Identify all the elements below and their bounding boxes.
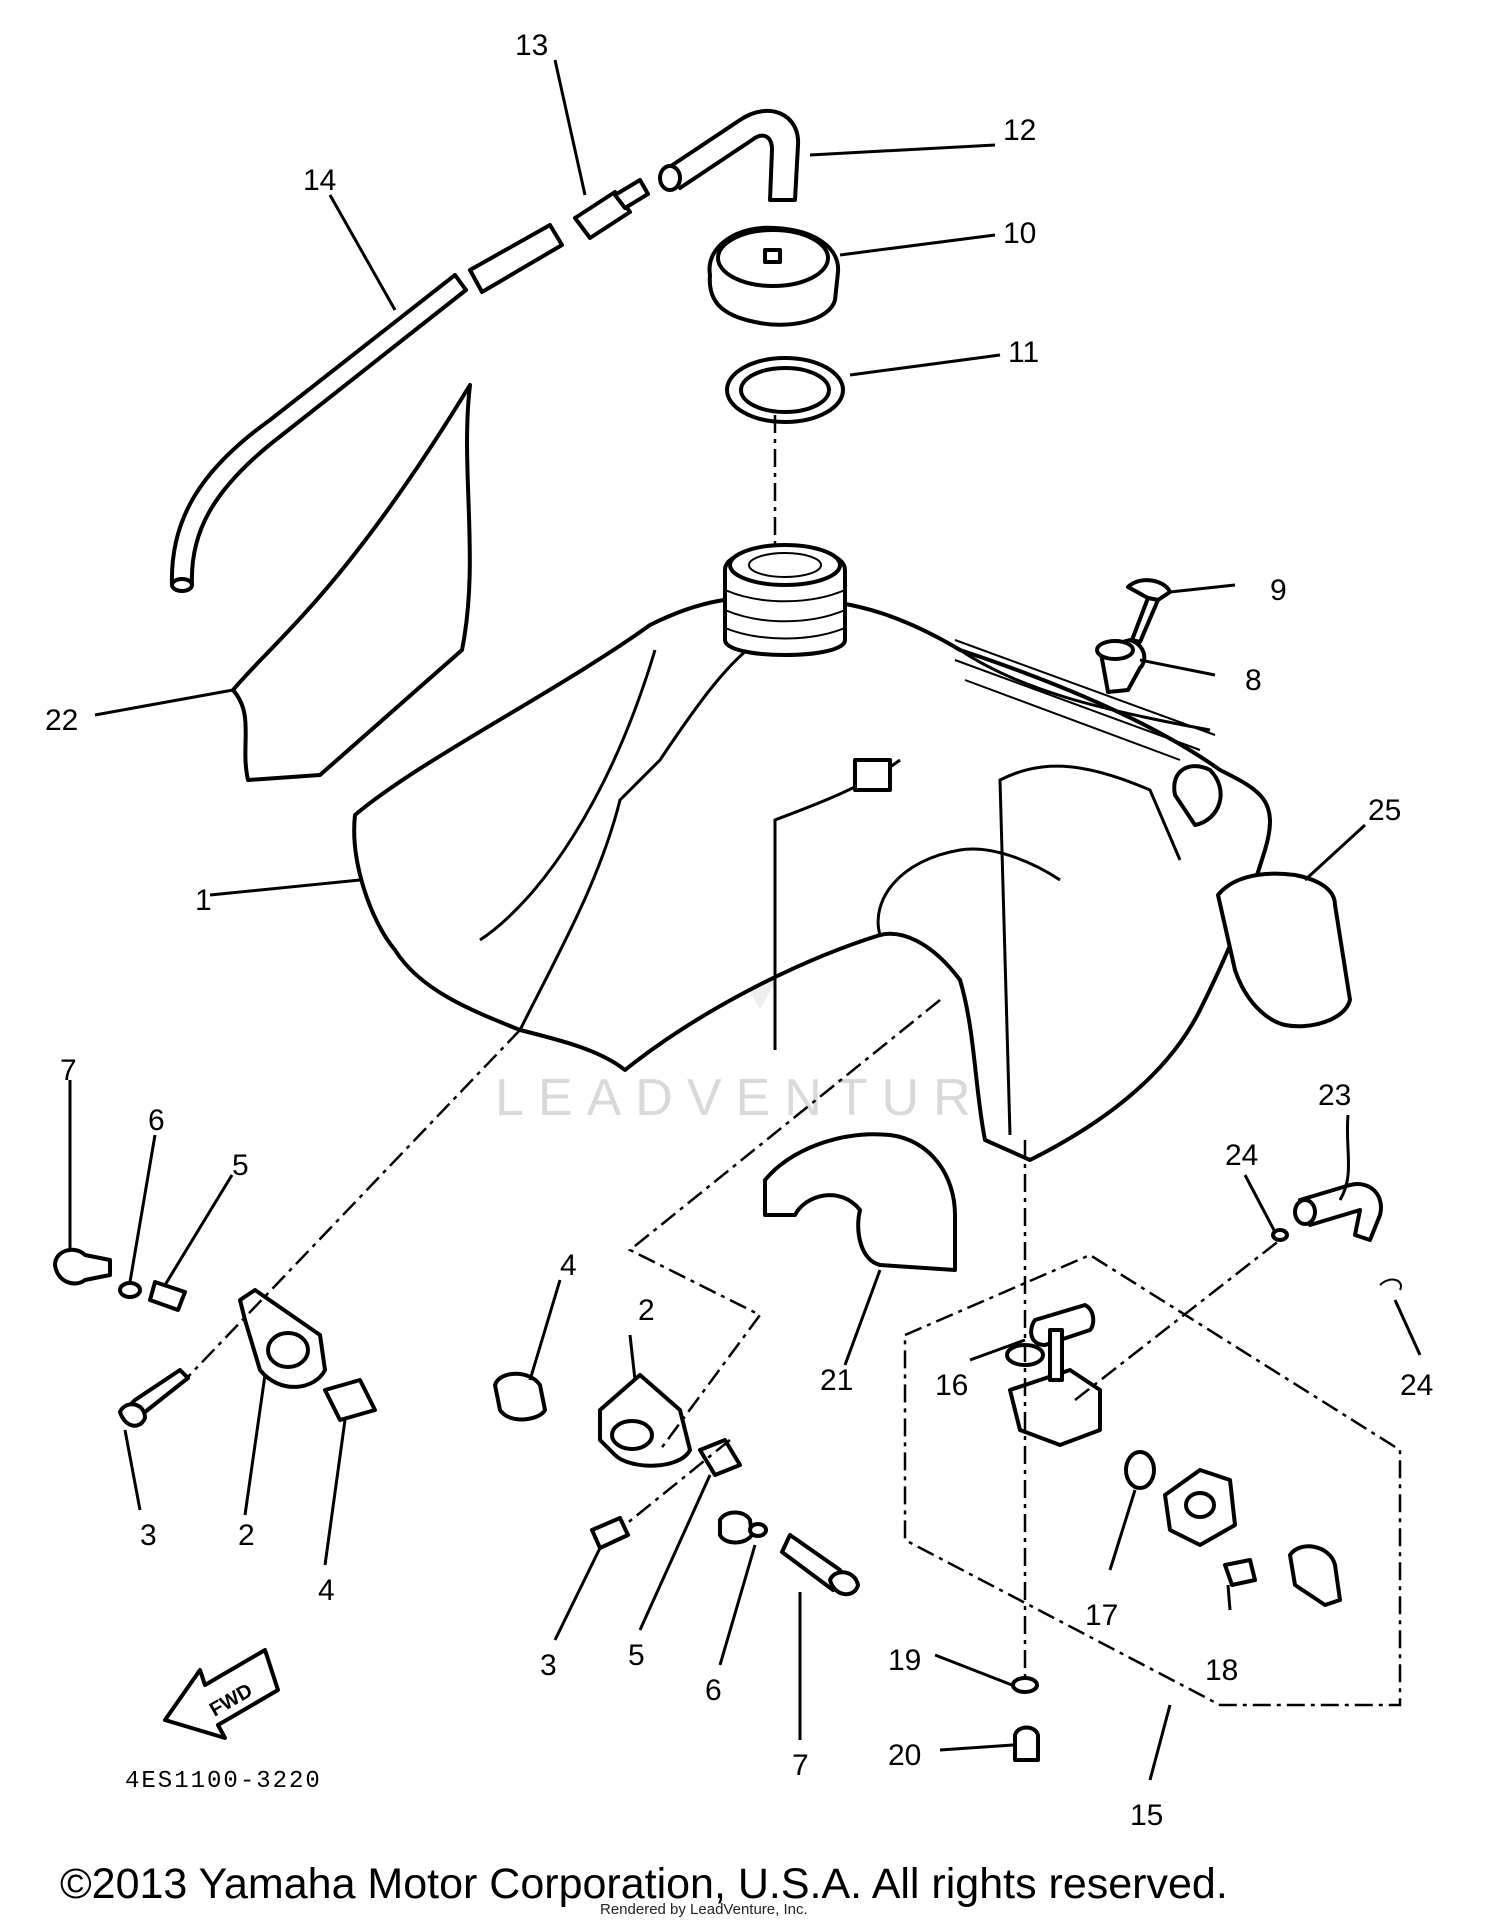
callout-3a: 3 (140, 1519, 157, 1552)
fuel-cap (707, 225, 841, 327)
callout-9: 9 (1270, 574, 1287, 607)
callout-4a: 4 (318, 1574, 335, 1607)
callout-13: 13 (515, 29, 548, 62)
fuel-cock-group (903, 1182, 1402, 1762)
diagram-code: 4ES1100-3220 (125, 1768, 322, 1795)
tank-pad (231, 383, 472, 782)
callout-6b: 6 (705, 1674, 722, 1707)
tank-screw (1126, 578, 1172, 644)
tank-damper (1095, 638, 1147, 694)
callout-10: 10 (1003, 217, 1036, 250)
leader-lines (68, 59, 1422, 1781)
callout-22: 22 (45, 704, 78, 737)
callout-5b: 5 (628, 1639, 645, 1672)
center-bracket-group (493, 1371, 860, 1597)
callout-5a: 5 (232, 1149, 249, 1182)
callout-21: 21 (820, 1364, 853, 1397)
callout-6a: 6 (148, 1104, 165, 1137)
render-credit: Rendered by LeadVenture, Inc. (600, 1901, 808, 1918)
bent-hose (658, 108, 801, 202)
callout-23: 23 (1318, 1079, 1351, 1112)
callout-17: 17 (1085, 1599, 1118, 1632)
hose-joint (573, 178, 650, 240)
callout-16: 16 (935, 1369, 968, 1402)
callout-4b: 4 (560, 1249, 577, 1282)
callout-8: 8 (1245, 664, 1262, 697)
callout-19: 19 (888, 1644, 921, 1677)
front-cushion (763, 1132, 957, 1272)
callout-3b: 3 (540, 1649, 557, 1682)
filler-neck (723, 543, 847, 657)
callout-2a: 2 (238, 1519, 255, 1552)
watermark-text: LEADVENTURE (495, 1069, 1033, 1127)
callout-12: 12 (1003, 114, 1036, 147)
callout-7b: 7 (792, 1749, 809, 1782)
left-bracket-group (53, 1247, 377, 1428)
callout-24a: 24 (1225, 1139, 1258, 1172)
callout-24b: 24 (1400, 1369, 1433, 1402)
callout-25: 25 (1368, 794, 1401, 827)
callout-14: 14 (303, 164, 336, 197)
callout-2b: 2 (638, 1294, 655, 1327)
fwd-arrow: FWD (163, 1648, 280, 1740)
callout-18: 18 (1205, 1654, 1238, 1687)
callout-15: 15 (1130, 1799, 1163, 1832)
rear-cushion (1216, 871, 1352, 1029)
breather-hose (169, 223, 564, 593)
callout-labels: 13 12 14 10 11 9 8 22 25 1 7 6 5 3 2 4 4… (45, 29, 1433, 1832)
callout-1: 1 (195, 884, 212, 917)
callout-7a: 7 (60, 1054, 77, 1087)
copyright-notice: ©2013 Yamaha Motor Corporation, U.S.A. A… (60, 1860, 1228, 1908)
callout-20: 20 (888, 1739, 921, 1772)
callout-11: 11 (1008, 336, 1039, 369)
